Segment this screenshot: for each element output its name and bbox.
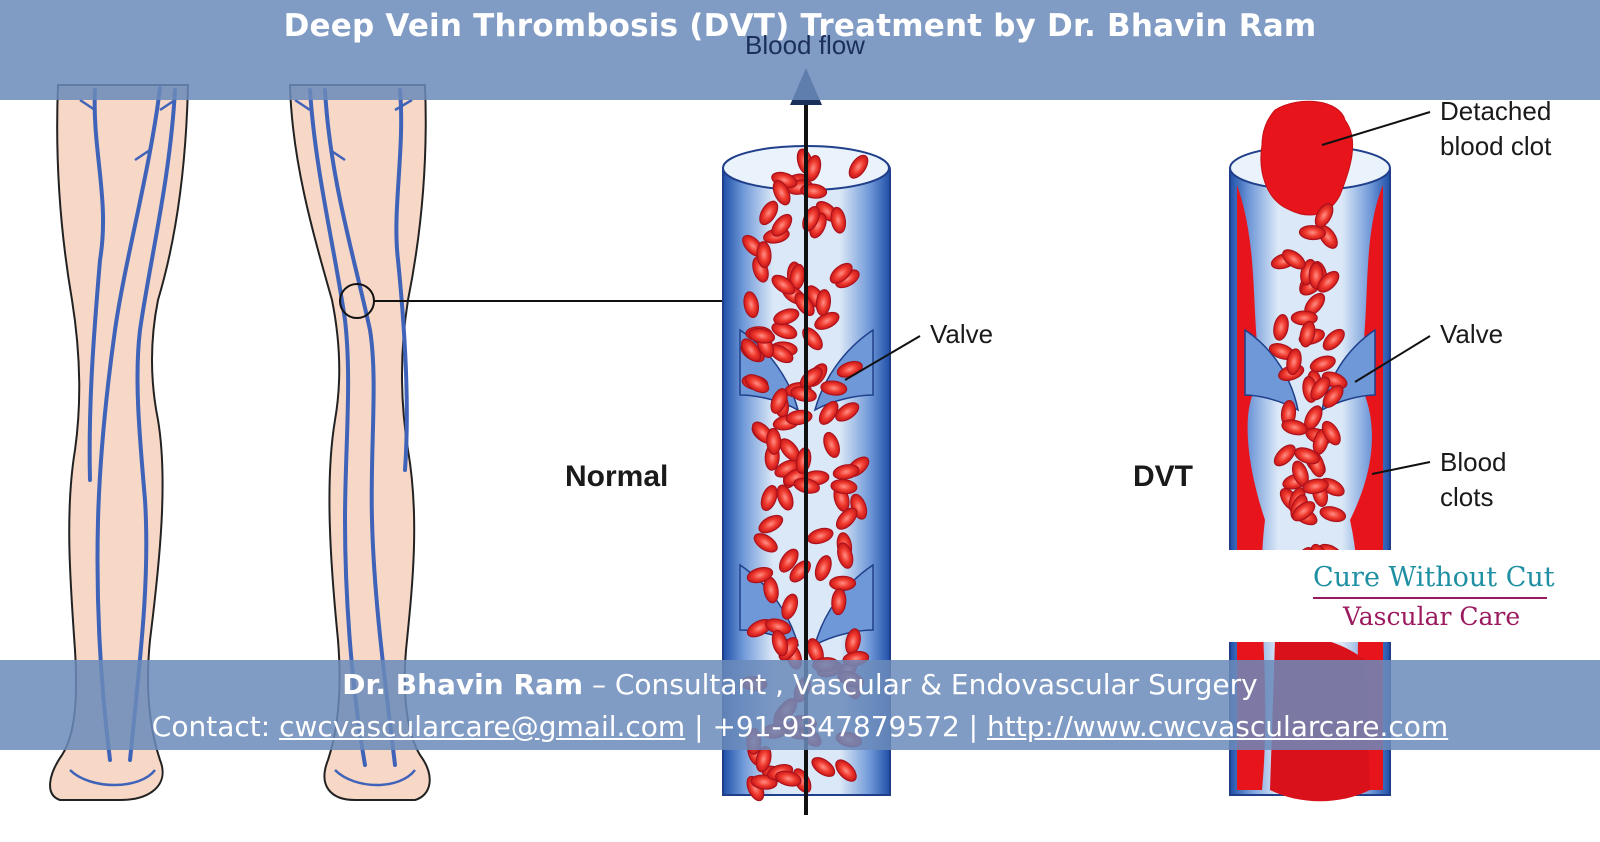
red-blood-cell xyxy=(1322,384,1344,408)
red-blood-cell xyxy=(781,593,799,620)
contact-line: Contact: cwcvascularcare@gmail.com | +91… xyxy=(0,710,1600,743)
title-banner: Deep Vein Thrombosis (DVT) Treatment by … xyxy=(0,0,1600,100)
email-link[interactable]: cwcvascularcare@gmail.com xyxy=(279,710,686,743)
dvt-valve-left xyxy=(1244,328,1300,412)
valve-dvt-label: Valve xyxy=(1440,319,1504,349)
red-blood-cell xyxy=(830,206,847,234)
red-blood-cell xyxy=(743,291,760,318)
red-blood-cell xyxy=(829,575,857,591)
detached-clot-leader xyxy=(1321,111,1431,146)
red-blood-cell xyxy=(766,427,782,455)
red-blood-cell xyxy=(773,308,800,325)
red-blood-cell xyxy=(753,533,778,553)
red-blood-cell xyxy=(1299,320,1316,348)
red-blood-cell xyxy=(1314,203,1334,228)
website-link[interactable]: http://www.cwcvascularcare.com xyxy=(987,710,1449,743)
red-blood-cell xyxy=(760,485,778,511)
red-blood-cell xyxy=(1273,444,1296,467)
red-blood-cell xyxy=(835,759,857,782)
blood-clots-label: Blood clots xyxy=(1440,445,1507,515)
logo-line2: Vascular Care xyxy=(1343,602,1521,631)
red-blood-cell xyxy=(1281,419,1308,436)
red-blood-cell xyxy=(771,213,793,237)
valve-normal-leader xyxy=(844,335,921,381)
red-blood-cell xyxy=(1298,225,1326,241)
valve-dvt-leader xyxy=(1354,335,1431,383)
blood-clots-label-line1: Blood xyxy=(1440,447,1507,477)
detached-clot-label-line2: blood clot xyxy=(1440,131,1552,161)
legs-illustration xyxy=(49,84,724,801)
red-blood-cell xyxy=(1291,501,1316,522)
red-blood-cell xyxy=(1310,376,1331,401)
red-blood-cell xyxy=(837,542,854,569)
red-blood-cell xyxy=(1321,420,1341,446)
doctor-line: Dr. Bhavin Ram – Consultant , Vascular &… xyxy=(0,668,1600,701)
normal-vessel xyxy=(722,68,891,815)
red-blood-cell xyxy=(830,479,858,495)
red-blood-cell xyxy=(1286,348,1302,376)
blood-flow-label: Blood flow xyxy=(745,30,865,60)
red-blood-cell xyxy=(740,338,762,362)
red-blood-cell xyxy=(1302,478,1329,495)
red-blood-cell xyxy=(778,548,799,573)
red-blood-cell xyxy=(1294,447,1320,465)
dvt-label: DVT xyxy=(1133,460,1193,493)
cure-without-cut-logo: Cure Without Cut Vascular Care xyxy=(1229,550,1555,642)
red-blood-cell xyxy=(1319,506,1347,523)
phone-number[interactable]: +91-9347879572 xyxy=(712,710,960,743)
red-blood-cell xyxy=(832,464,860,480)
red-blood-cell xyxy=(818,400,839,425)
red-blood-cell xyxy=(823,431,840,458)
red-blood-cell xyxy=(1282,249,1306,270)
normal-label: Normal xyxy=(565,460,669,493)
detached-clot-label-line1: Detached xyxy=(1440,96,1552,126)
contact-banner: Dr. Bhavin Ram – Consultant , Vascular &… xyxy=(0,660,1600,750)
red-blood-cell xyxy=(748,327,776,344)
red-blood-cell xyxy=(776,484,794,511)
red-blood-cell xyxy=(770,388,788,414)
red-blood-cell xyxy=(831,588,847,616)
left-leg xyxy=(49,84,190,801)
contact-prefix: Contact: xyxy=(151,710,280,743)
red-blood-cell xyxy=(815,289,831,317)
red-blood-cell xyxy=(835,507,858,530)
red-blood-cell xyxy=(1317,270,1340,293)
red-blood-cell xyxy=(759,200,779,226)
red-blood-cell xyxy=(771,274,796,295)
red-blood-cell xyxy=(756,241,772,269)
red-blood-cell xyxy=(811,757,836,777)
red-blood-cell xyxy=(848,154,869,179)
red-blood-cell xyxy=(814,555,832,582)
red-blood-cell xyxy=(771,630,789,657)
red-blood-cell xyxy=(820,380,848,396)
valve-normal-label: Valve xyxy=(930,319,994,349)
right-leg xyxy=(288,84,431,801)
red-blood-cell xyxy=(746,566,774,584)
red-blood-cell xyxy=(829,262,853,284)
doctor-name: Dr. Bhavin Ram xyxy=(342,668,584,701)
detached-blood-clot xyxy=(1260,100,1354,216)
separator-2: | xyxy=(959,710,988,743)
red-blood-cell xyxy=(1273,314,1289,341)
page-title: Deep Vein Thrombosis (DVT) Treatment by … xyxy=(283,8,1317,44)
detached-clot-label: Detached blood clot xyxy=(1440,94,1551,164)
logo-line1: Cure Without Cut xyxy=(1313,562,1555,593)
logo-rule xyxy=(1313,597,1547,599)
blood-clots-leader xyxy=(1371,461,1431,475)
red-blood-cell xyxy=(835,402,860,422)
red-blood-cell xyxy=(744,374,770,394)
separator-1: | xyxy=(685,710,713,743)
red-blood-cell xyxy=(1322,328,1345,351)
red-blood-cell xyxy=(1309,355,1336,373)
doctor-role: – Consultant , Vascular & Endovascular S… xyxy=(583,668,1258,701)
red-blood-cell xyxy=(758,514,784,534)
red-blood-cell xyxy=(772,180,791,206)
blood-clots-label-line2: clots xyxy=(1440,482,1494,512)
red-blood-cell xyxy=(775,770,802,787)
